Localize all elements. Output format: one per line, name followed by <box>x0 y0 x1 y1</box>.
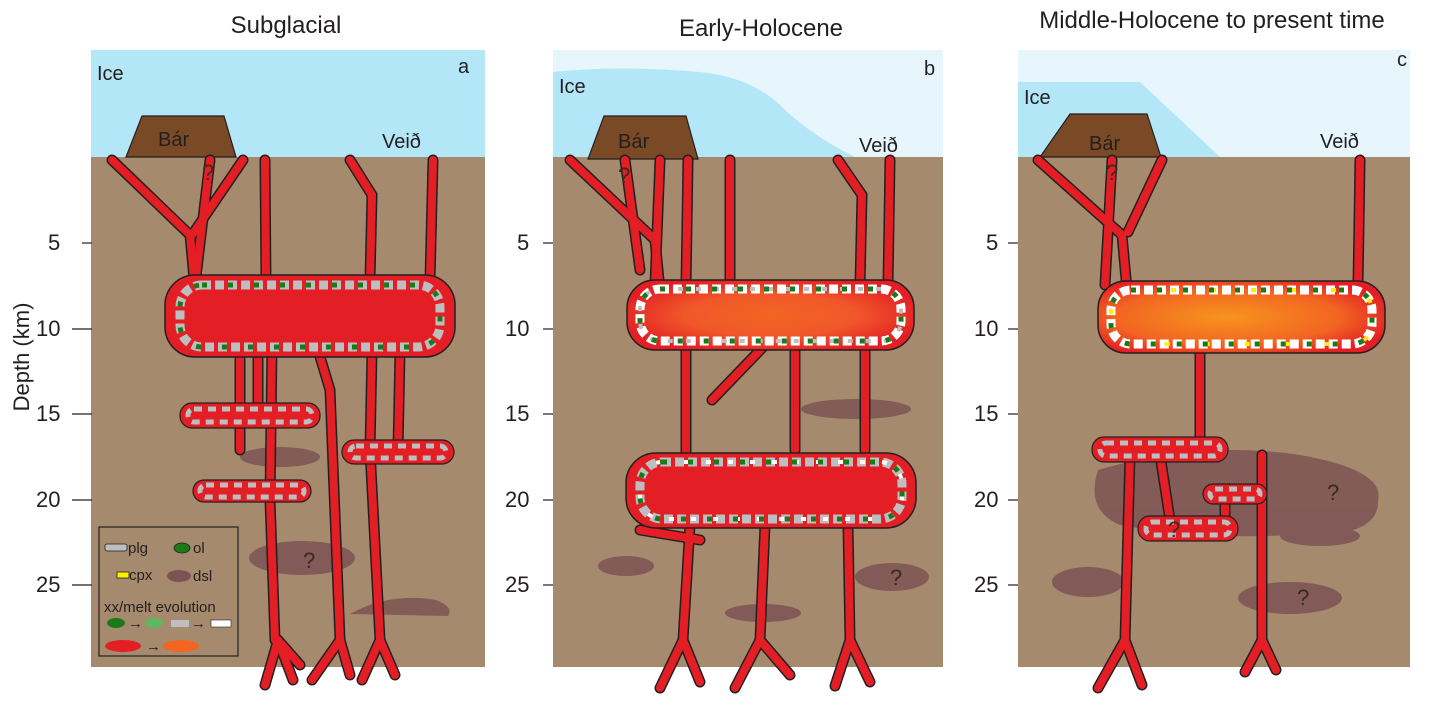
ice-label: Ice <box>559 76 586 98</box>
depth-tick: 10 <box>36 316 60 341</box>
panel-c-title: Middle-Holocene to present time <box>1039 7 1385 34</box>
depth-tick: 15 <box>974 401 998 426</box>
unknown-mark: ? <box>1168 517 1180 542</box>
panel-b: Early-Holocene Ice b Bár Veið <box>553 15 943 688</box>
legend-ol: ol <box>193 540 205 557</box>
depth-tick: 20 <box>36 487 60 512</box>
legend-plg: plg <box>128 540 148 557</box>
depth-tick: 5 <box>48 230 60 255</box>
panel-c: Middle-Holocene to present time Ice c Bá… <box>1018 7 1410 688</box>
depth-axis-label: Depth (km) <box>9 303 34 412</box>
depth-tick: 10 <box>974 316 998 341</box>
volcano-bar-label: Bár <box>158 129 189 151</box>
panel-a-title: Subglacial <box>231 12 342 39</box>
legend-dsl: dsl <box>193 568 212 585</box>
panel-letter: b <box>924 58 935 80</box>
depth-tick: 5 <box>517 230 529 255</box>
unknown-mark: ? <box>1327 480 1339 505</box>
ice-label: Ice <box>97 63 124 85</box>
ice-label: Ice <box>1024 87 1051 109</box>
volcano-veid-label: Veið <box>382 131 421 153</box>
depth-tick: 15 <box>36 401 60 426</box>
unknown-mark: ? <box>202 160 214 185</box>
volcano-bar-label: Bár <box>618 131 649 153</box>
unknown-mark: ? <box>303 548 315 573</box>
legend-evolution: xx/melt evolution <box>104 599 216 616</box>
depth-tick: 20 <box>974 487 998 512</box>
panel-a: Subglacial Ice a Bár Veið <box>91 12 485 685</box>
depth-tick: 25 <box>505 572 529 597</box>
depth-axis-b: 5 10 15 20 25 <box>505 230 553 597</box>
depth-tick: 10 <box>505 316 529 341</box>
panel-letter: c <box>1397 49 1407 71</box>
depth-tick: 25 <box>36 572 60 597</box>
unknown-mark: ? <box>1297 585 1309 610</box>
legend-cpx: cpx <box>129 567 153 584</box>
depth-tick: 20 <box>505 487 529 512</box>
panel-letter: a <box>458 56 470 78</box>
unknown-mark: ? <box>1106 160 1118 185</box>
svg-text:→: → <box>128 615 143 632</box>
depth-axis: Depth (km) 5 10 15 20 25 <box>9 230 92 597</box>
depth-tick: 5 <box>986 230 998 255</box>
svg-text:→: → <box>146 638 161 655</box>
volcano-veid-label: Veið <box>859 135 898 157</box>
volcano-veid-label: Veið <box>1320 131 1359 153</box>
svg-text:→: → <box>191 615 206 632</box>
panel-b-title: Early-Holocene <box>679 15 843 42</box>
unknown-mark: ? <box>618 163 630 188</box>
volcano-bar-label: Bár <box>1089 133 1120 155</box>
depth-axis-c: 5 10 15 20 25 <box>974 230 1018 597</box>
depth-tick: 25 <box>974 572 998 597</box>
depth-tick: 15 <box>505 401 529 426</box>
unknown-mark: ? <box>890 565 902 590</box>
